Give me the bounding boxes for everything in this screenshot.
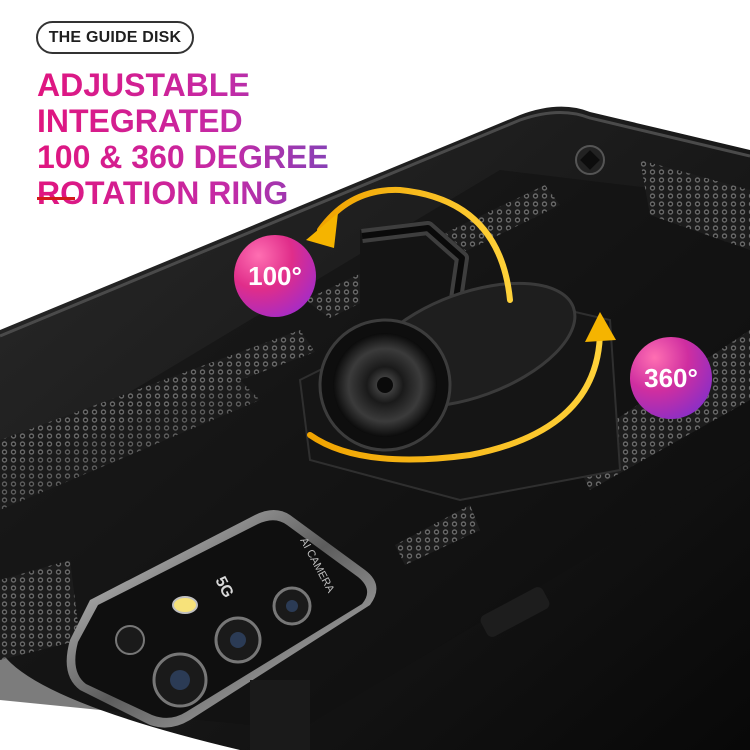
rotation-disk bbox=[318, 318, 452, 452]
rotation-badge-360: 360° bbox=[630, 337, 712, 419]
camera-module: 5G AI CAMERA bbox=[66, 510, 377, 728]
guide-disk-tag: THE GUIDE DISK bbox=[36, 21, 194, 54]
rotation-badge-100: 100° bbox=[234, 235, 316, 317]
headline-line-3: ROTATION RING bbox=[37, 175, 289, 211]
rotation-arrow-100 bbox=[306, 186, 513, 303]
bottom-bumper bbox=[250, 680, 310, 750]
headline: ADJUSTABLE INTEGRATED 100 & 360 DEGREE R… bbox=[37, 67, 457, 211]
rotation-badge-360-label: 360° bbox=[644, 362, 698, 393]
headline-line-1: ADJUSTABLE INTEGRATED bbox=[37, 67, 250, 139]
accent-underline bbox=[37, 197, 75, 200]
camera-flash bbox=[172, 596, 198, 614]
rotation-arrow-360 bbox=[307, 312, 616, 463]
headline-line-2: 100 & 360 DEGREE bbox=[37, 139, 329, 175]
camera-lens-depth bbox=[115, 625, 145, 655]
rotation-badge-100-label: 100° bbox=[248, 260, 302, 291]
side-button bbox=[480, 587, 550, 637]
corner-screw bbox=[575, 145, 605, 175]
